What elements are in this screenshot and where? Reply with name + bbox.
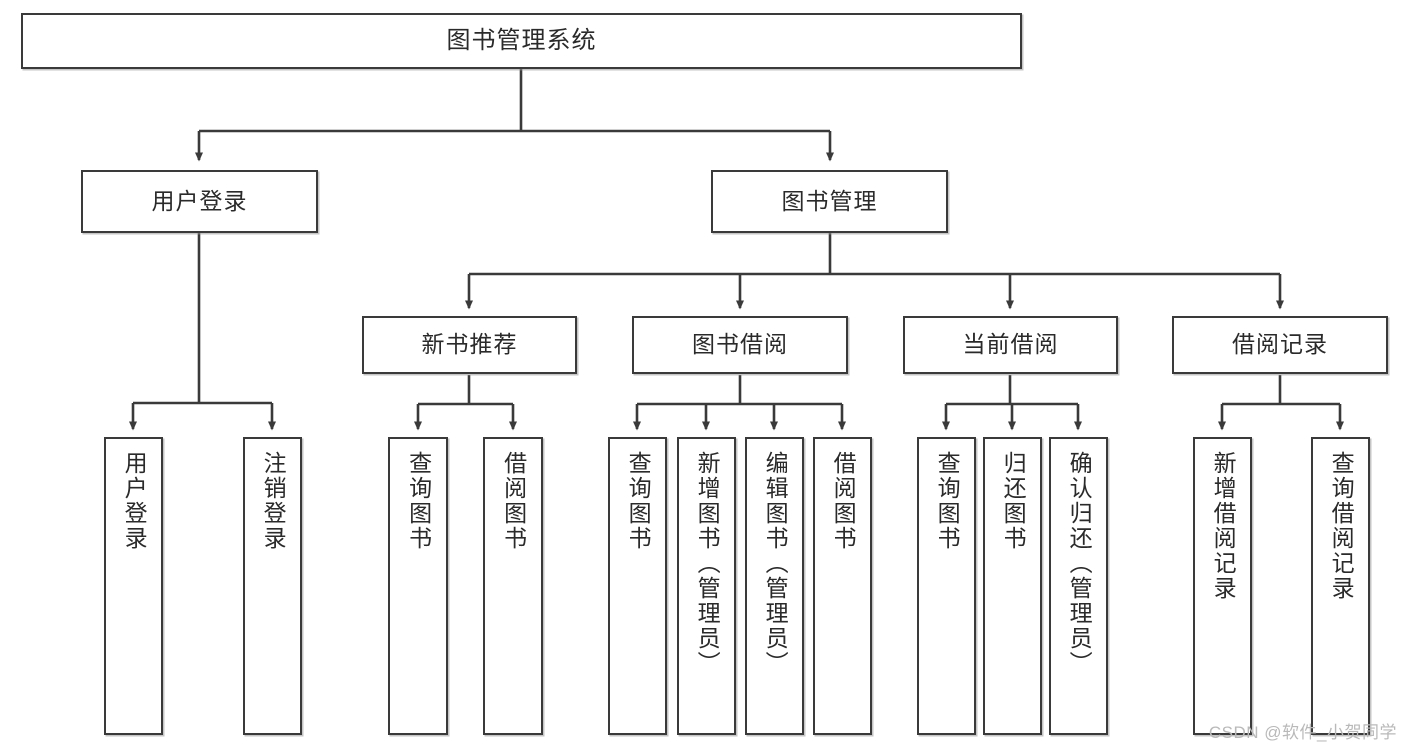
node-leaf-query-record-label: 查询借阅记录 xyxy=(1328,451,1355,601)
node-book-borrow[interactable]: 图书借阅 xyxy=(632,316,848,374)
node-user-login[interactable]: 用户登录 xyxy=(81,170,318,233)
node-leaf-query-book-2-label: 查询图书 xyxy=(625,451,652,551)
node-book-manage-label: 图书管理 xyxy=(781,187,878,214)
node-root-label: 图书管理系统 xyxy=(446,26,597,54)
node-leaf-edit-book-label: 编辑图书（管理员） xyxy=(762,451,789,676)
node-leaf-logout-label: 注销登录 xyxy=(260,451,287,551)
node-leaf-add-book-label: 新增图书（管理员） xyxy=(694,451,721,676)
node-current-borrow-label: 当前借阅 xyxy=(962,331,1059,358)
node-book-manage[interactable]: 图书管理 xyxy=(711,170,948,233)
node-leaf-confirm-return-label: 确认归还（管理员） xyxy=(1066,451,1093,676)
node-leaf-borrow-book-2[interactable]: 借阅图书 xyxy=(813,437,872,735)
node-leaf-borrow-book-1[interactable]: 借阅图书 xyxy=(483,437,543,735)
node-leaf-query-book-2[interactable]: 查询图书 xyxy=(608,437,667,735)
node-leaf-edit-book[interactable]: 编辑图书（管理员） xyxy=(745,437,804,735)
csdn-watermark: CSDN @软件_小贺同学 xyxy=(1208,723,1397,742)
node-leaf-borrow-book-2-label: 借阅图书 xyxy=(830,451,857,551)
node-book-borrow-label: 图书借阅 xyxy=(692,331,788,358)
node-root[interactable]: 图书管理系统 xyxy=(21,13,1022,69)
node-current-borrow[interactable]: 当前借阅 xyxy=(903,316,1118,374)
node-borrow-record-label: 借阅记录 xyxy=(1232,331,1328,358)
node-leaf-return-book-label: 归还图书 xyxy=(1000,451,1027,551)
node-new-book-recommend-label: 新书推荐 xyxy=(421,331,518,358)
node-user-login-label: 用户登录 xyxy=(151,187,248,214)
node-leaf-query-record[interactable]: 查询借阅记录 xyxy=(1311,437,1370,735)
node-leaf-query-book-1-label: 查询图书 xyxy=(405,451,432,551)
node-leaf-logout[interactable]: 注销登录 xyxy=(243,437,302,735)
node-new-book-recommend[interactable]: 新书推荐 xyxy=(362,316,577,374)
node-leaf-confirm-return[interactable]: 确认归还（管理员） xyxy=(1049,437,1108,735)
node-borrow-record[interactable]: 借阅记录 xyxy=(1172,316,1388,374)
node-leaf-user-login[interactable]: 用户登录 xyxy=(104,437,163,735)
node-leaf-query-book-1[interactable]: 查询图书 xyxy=(388,437,448,735)
node-leaf-borrow-book-1-label: 借阅图书 xyxy=(500,451,527,551)
node-leaf-add-record[interactable]: 新增借阅记录 xyxy=(1193,437,1252,735)
node-leaf-query-book-3-label: 查询图书 xyxy=(934,451,961,551)
node-leaf-add-record-label: 新增借阅记录 xyxy=(1210,451,1237,601)
node-leaf-user-login-label: 用户登录 xyxy=(121,451,148,551)
node-leaf-query-book-3[interactable]: 查询图书 xyxy=(917,437,976,735)
node-leaf-add-book[interactable]: 新增图书（管理员） xyxy=(677,437,736,735)
node-leaf-return-book[interactable]: 归还图书 xyxy=(983,437,1042,735)
